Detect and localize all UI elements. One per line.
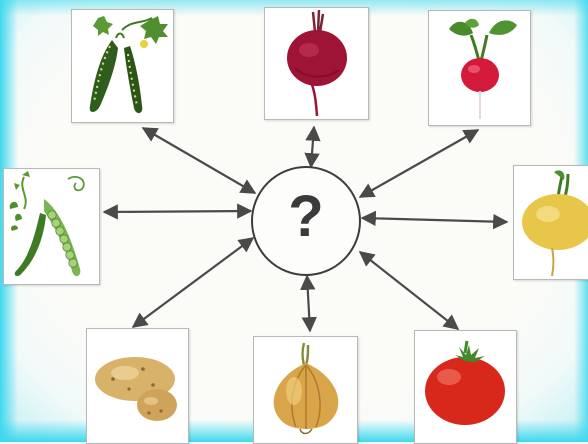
arrow-radish	[360, 130, 478, 197]
center-circle: ?	[251, 166, 361, 276]
turnip-icon	[514, 166, 588, 279]
onion-icon	[254, 337, 357, 443]
turnip-card[interactable]	[513, 165, 588, 280]
cucumber-card[interactable]	[71, 9, 174, 123]
tomato-card[interactable]	[414, 330, 517, 444]
arrow-turnip	[362, 218, 507, 222]
arrow-potato	[133, 238, 253, 327]
arrow-tomato	[360, 252, 458, 329]
radish-icon	[429, 11, 530, 125]
beet-icon	[265, 8, 368, 119]
peas-icon	[4, 169, 99, 284]
potato-icon	[87, 329, 188, 443]
peas-card[interactable]	[3, 168, 100, 285]
arrow-beet	[311, 127, 314, 167]
question-mark: ?	[253, 182, 359, 252]
arrow-peas	[104, 211, 251, 212]
beet-card[interactable]	[264, 7, 369, 120]
tomato-icon	[415, 331, 516, 443]
potato-card[interactable]	[86, 328, 189, 444]
radish-card[interactable]	[428, 10, 531, 126]
onion-card[interactable]	[253, 336, 358, 444]
arrow-onion	[307, 276, 310, 331]
cucumber-icon	[72, 10, 173, 122]
arrow-cucumber	[143, 128, 255, 193]
